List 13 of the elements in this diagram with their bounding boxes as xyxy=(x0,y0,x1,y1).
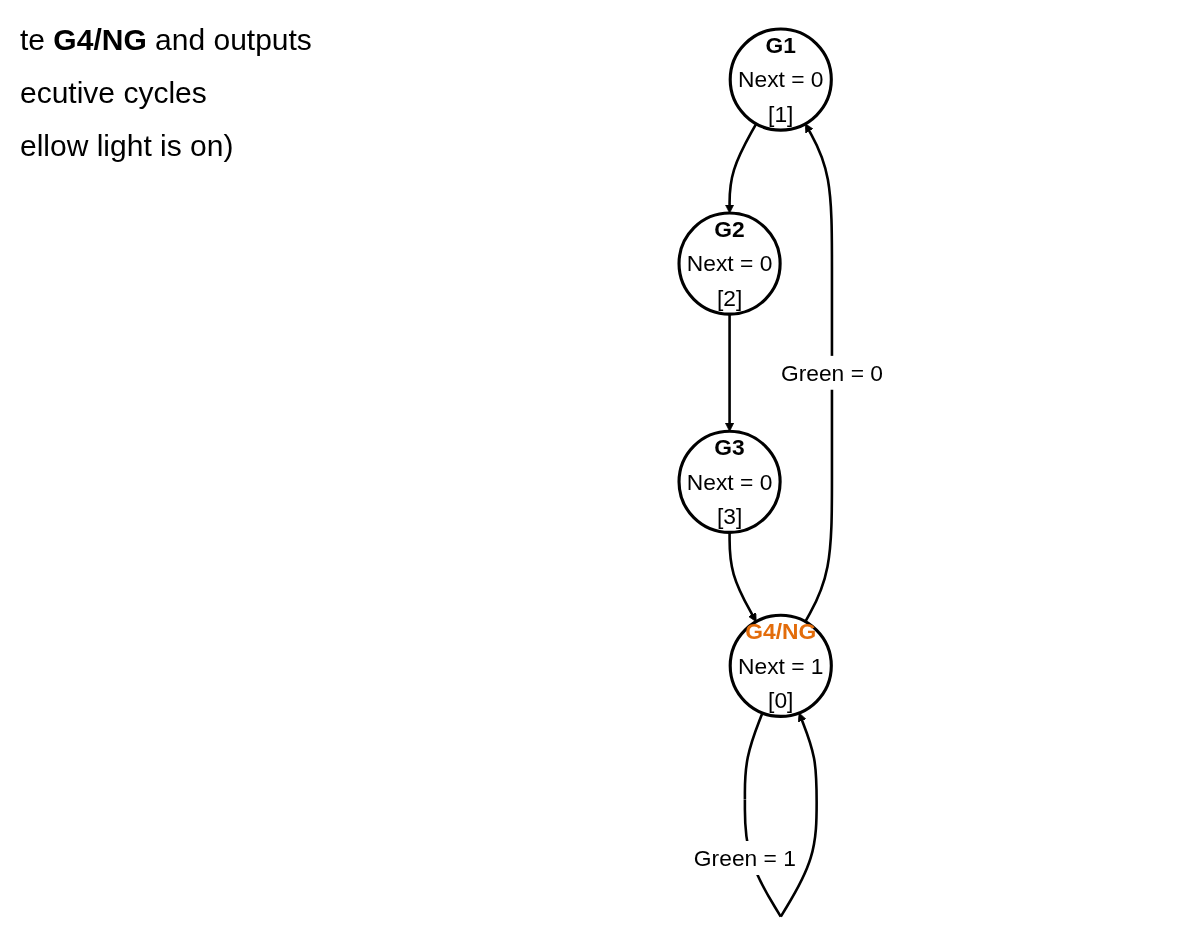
edge-label: Green = 1 xyxy=(693,845,796,871)
note-text: te G4/NG and outputs xyxy=(20,22,313,58)
note-text: ellow light is on) xyxy=(20,128,235,164)
node-circle: G2 Next = 0 [2] xyxy=(677,211,782,316)
arrow xyxy=(728,532,757,623)
node-circle: G3 Next = 0 [3] xyxy=(677,429,782,534)
node-circle: G4/NG Next = 1 [0] xyxy=(728,613,833,718)
edge-label: Green = 0 xyxy=(780,359,883,386)
note-text: ecutive cycles xyxy=(20,75,208,111)
node-circle: G1 Next = 0 [1] xyxy=(728,27,833,132)
arrow xyxy=(725,314,735,432)
arrow xyxy=(725,123,758,214)
arrow xyxy=(804,123,834,623)
